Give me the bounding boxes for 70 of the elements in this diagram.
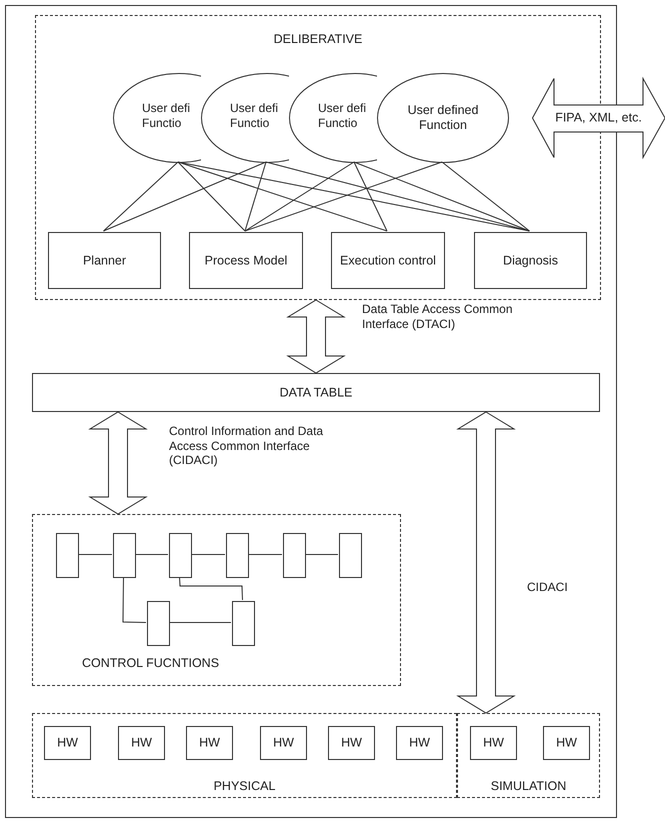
component-box	[118, 726, 165, 760]
component-box	[56, 533, 79, 578]
connector-line	[122, 576, 146, 623]
connector-line	[134, 554, 168, 555]
connector-line	[78, 554, 112, 555]
connector-line	[266, 162, 530, 232]
connector-line	[190, 554, 226, 555]
component-box	[113, 533, 136, 578]
connector-line	[248, 554, 282, 555]
node-label: User defi Functio	[230, 101, 280, 131]
component-box	[474, 232, 587, 289]
connector-line	[354, 162, 530, 232]
node-label: HW	[341, 736, 362, 750]
group-title: SIMULATION	[490, 779, 566, 794]
connector-line	[178, 162, 388, 232]
group-title: PHYSICAL	[214, 779, 276, 794]
component-box	[169, 533, 192, 578]
component-box	[44, 726, 91, 760]
component-box	[470, 726, 517, 760]
connector-line	[354, 162, 388, 232]
dashed-group-frame	[32, 713, 457, 798]
connector-line	[103, 162, 178, 232]
component-box	[543, 726, 590, 760]
connector-line	[103, 162, 266, 232]
node-label: User defined Function	[406, 103, 480, 133]
node-label: User defi Functio	[318, 101, 368, 131]
component-box	[32, 373, 600, 412]
connector-line	[244, 162, 442, 232]
node-label: FIPA, XML, etc.	[555, 110, 642, 126]
node-label: HW	[409, 736, 430, 750]
double-block-arrow	[532, 78, 665, 158]
node-label: Planner	[82, 253, 126, 268]
double-block-arrow	[286, 299, 346, 374]
connector-line	[179, 576, 243, 600]
component-box	[48, 232, 161, 289]
node-label: HW	[131, 736, 152, 750]
node-label: User defi Functio	[142, 101, 192, 131]
connector-line	[244, 162, 266, 232]
node-label: HW	[57, 736, 78, 750]
node-label: HW	[199, 736, 220, 750]
component-box	[396, 726, 443, 760]
double-block-arrow	[456, 411, 516, 714]
component-box	[186, 726, 233, 760]
group-title: DELIBERATIVE	[274, 32, 362, 47]
component-box	[226, 533, 249, 578]
dashed-group-frame	[457, 713, 600, 798]
dashed-group-frame	[32, 514, 401, 686]
connector-line	[178, 162, 246, 232]
component-box	[189, 232, 303, 289]
component-box	[328, 726, 375, 760]
component-box	[260, 726, 307, 760]
group-title: CONTROL FUCNTIONS	[82, 656, 220, 671]
connector-line	[244, 162, 354, 232]
function-ellipse	[377, 73, 509, 163]
component-box	[339, 533, 362, 578]
connector-line	[442, 162, 530, 232]
node-label: Process Model	[204, 253, 288, 268]
double-block-arrow	[88, 411, 148, 515]
node-label: HW	[273, 736, 294, 750]
node-label: HW	[483, 736, 504, 750]
node-label: Diagnosis	[503, 253, 558, 268]
node-label: DATA TABLE	[280, 385, 352, 400]
connector-line	[304, 554, 338, 555]
node-label: HW	[556, 736, 577, 750]
component-box	[232, 601, 255, 646]
component-box	[147, 601, 170, 646]
component-box	[331, 232, 445, 289]
node-label: Execution control	[340, 253, 436, 268]
connector-line	[168, 622, 232, 623]
component-box	[283, 533, 306, 578]
